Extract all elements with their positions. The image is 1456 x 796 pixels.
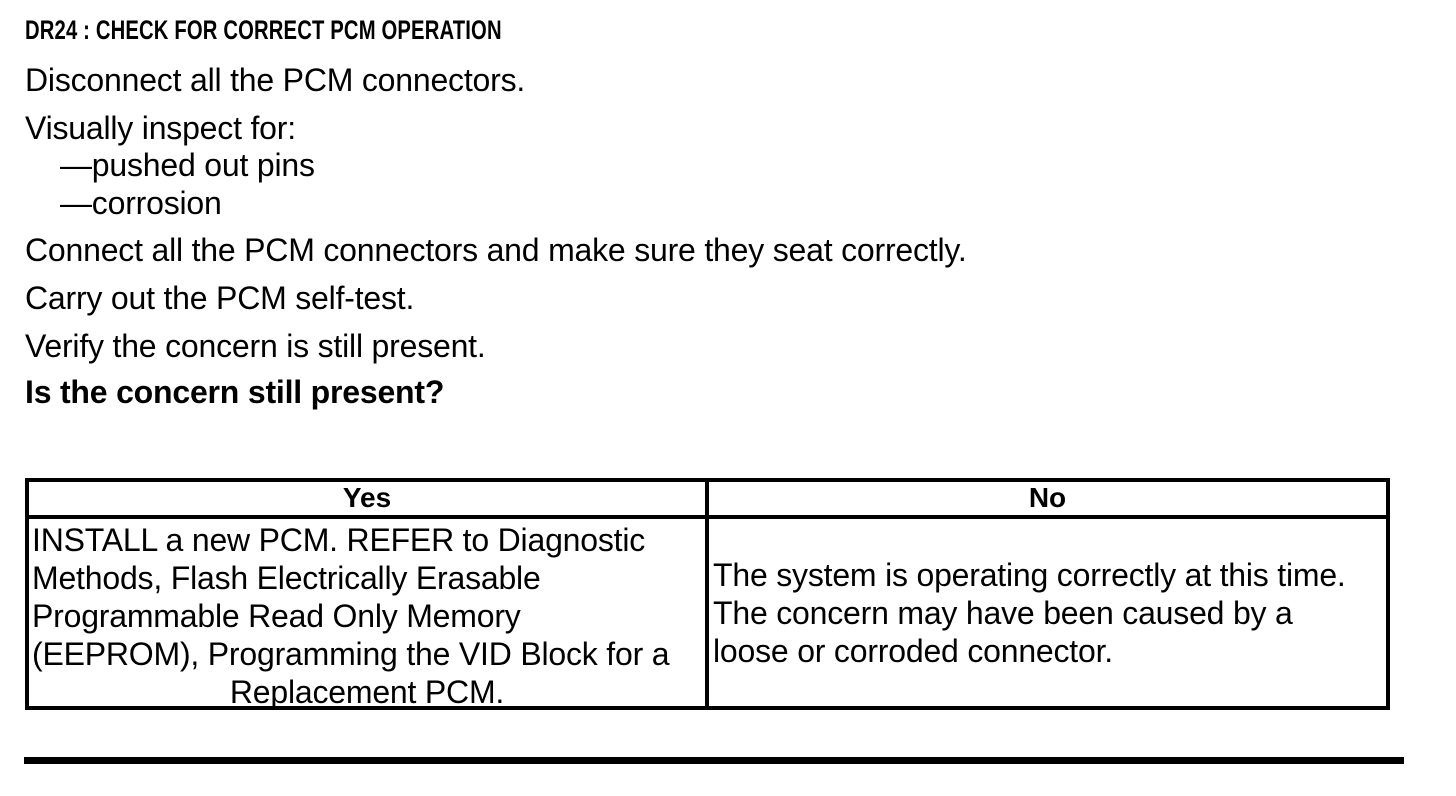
procedure-step-dash-item: —pushed out pins (60, 147, 315, 183)
no-column-header: No (709, 482, 1386, 519)
procedure-question: Is the concern still present? (25, 374, 445, 410)
page-bottom-rule (24, 757, 1404, 764)
no-action-line: The concern may have been caused by a (713, 594, 1293, 631)
yes-action-line: INSTALL a new PCM. REFER to Diagnostic (32, 522, 646, 558)
procedure-step: Visually inspect for: (25, 110, 296, 146)
procedure-step: Disconnect all the PCM connectors. (25, 62, 526, 98)
yes-action-cell: INSTALL a new PCM. REFER to Diagnostic M… (29, 519, 709, 706)
no-action-line: The system is operating correctly at thi… (713, 556, 1346, 593)
procedure-step: Connect all the PCM connectors and make … (25, 232, 967, 268)
no-action-cell: The system is operating correctly at thi… (709, 519, 1386, 706)
procedure-step-dash-item: —corrosion (60, 185, 222, 221)
yes-action-line: (EEPROM), Programming the VID Block for … (32, 636, 670, 672)
yes-action-line: Programmable Read Only Memory (32, 598, 521, 634)
no-action-line: loose or corroded connector. (713, 632, 1113, 669)
procedure-title: DR24 : CHECK FOR CORRECT PCM OPERATION (25, 15, 502, 45)
procedure-step: Verify the concern is still present. (25, 328, 486, 364)
yes-column-header: Yes (29, 482, 709, 519)
procedure-step: Carry out the PCM self-test. (25, 280, 415, 316)
results-table: Yes No INSTALL a new PCM. REFER to Diagn… (25, 478, 1390, 710)
yes-action-line: Methods, Flash Electrically Erasable (32, 560, 541, 596)
yes-action-line: Replacement PCM. (229, 674, 505, 706)
